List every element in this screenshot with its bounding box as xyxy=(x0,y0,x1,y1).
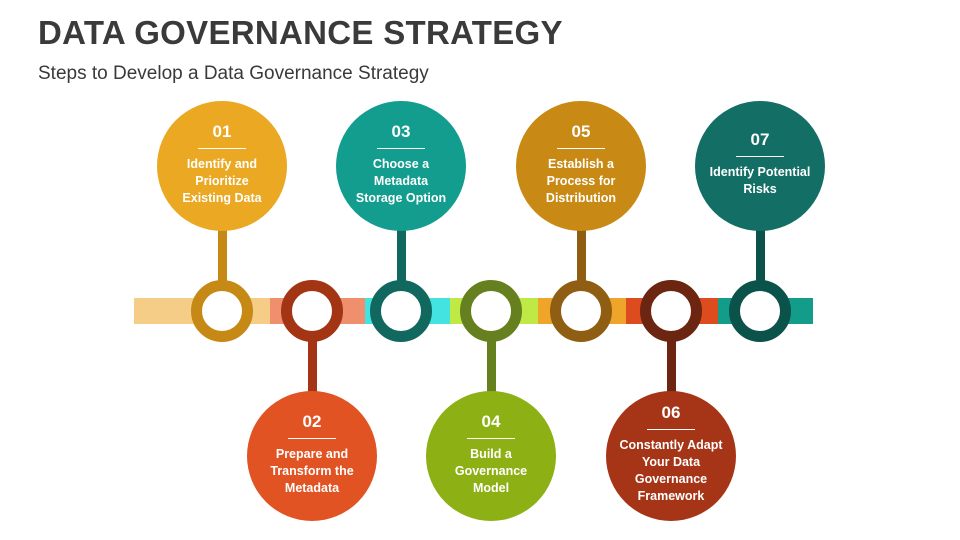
connector-02 xyxy=(307,311,317,397)
step-label: Build a Governance Model xyxy=(454,446,528,495)
timeline-node-03 xyxy=(370,280,432,342)
connector-06 xyxy=(666,311,676,397)
connector-07 xyxy=(755,225,765,311)
connector-01 xyxy=(217,225,227,311)
connector-04 xyxy=(486,311,496,397)
connector-05 xyxy=(576,225,586,311)
timeline-node-06 xyxy=(640,280,702,342)
step-number: 05 xyxy=(557,122,605,149)
step-number: 04 xyxy=(467,412,515,439)
step-label: Prepare and Transform the Metadata xyxy=(270,446,354,495)
timeline-node-01 xyxy=(191,280,253,342)
page-title: DATA GOVERNANCE STRATEGY xyxy=(38,14,563,51)
step-number: 06 xyxy=(647,403,695,430)
step-number: 07 xyxy=(736,130,784,157)
timeline-node-02 xyxy=(281,280,343,342)
connector-03 xyxy=(396,225,406,311)
timeline-node-07 xyxy=(729,280,791,342)
page-subtitle: Steps to Develop a Data Governance Strat… xyxy=(38,63,429,84)
timeline-node-05 xyxy=(550,280,612,342)
step-label: Constantly Adapt Your Data Governance Fr… xyxy=(619,438,723,503)
step-number: 03 xyxy=(377,122,425,149)
step-label: Choose a Metadata Storage Option xyxy=(355,156,447,205)
timeline-node-04 xyxy=(460,280,522,342)
step-label: Establish a Process for Distribution xyxy=(545,156,617,205)
step-label: Identify and Prioritize Existing Data xyxy=(182,156,262,205)
step-label: Identify Potential Risks xyxy=(709,165,811,196)
step-number: 02 xyxy=(288,412,336,439)
step-number: 01 xyxy=(198,122,246,149)
